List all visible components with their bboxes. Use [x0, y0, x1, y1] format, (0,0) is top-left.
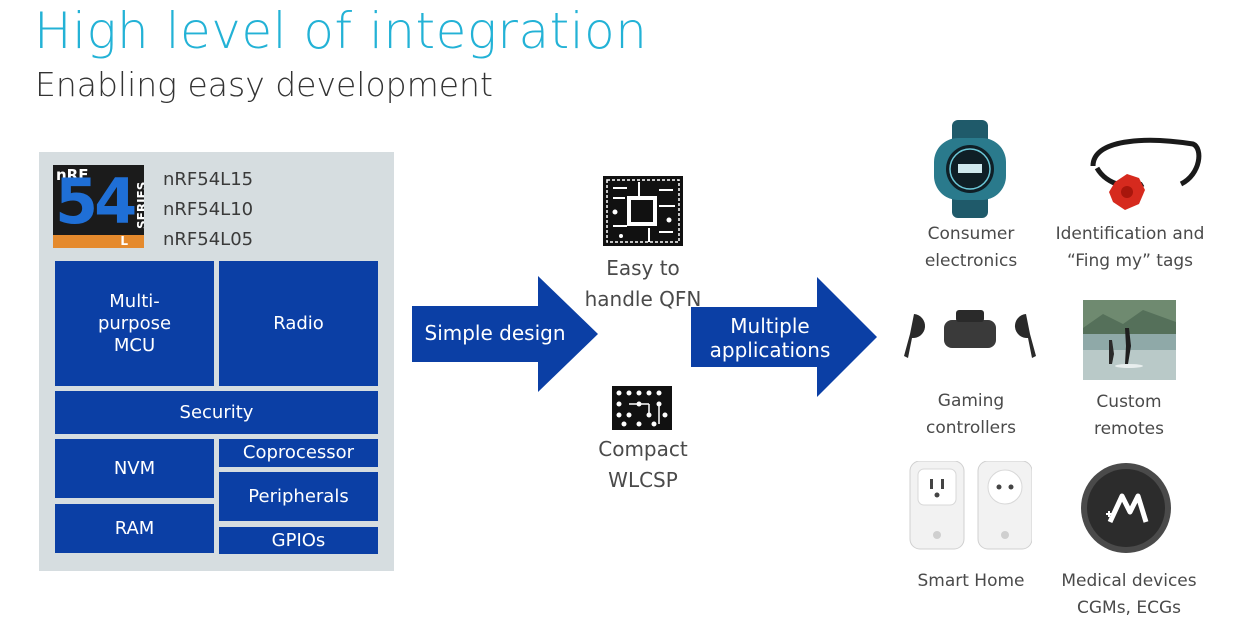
tags-label: Identification and “Fing my” tags — [1055, 224, 1205, 271]
logo-digits: 54 — [55, 165, 137, 238]
block-security: Security — [55, 391, 378, 434]
medical-sensor-icon — [1081, 463, 1171, 553]
block-gpios: GPIOs — [219, 527, 378, 554]
medical-devices-label: Medical devices CGMs, ECGs — [1061, 571, 1197, 618]
simple-design-arrow — [412, 276, 598, 392]
wlcsp-package-icon — [612, 386, 672, 430]
qfn-label: Easy to handle QFN — [584, 256, 702, 311]
tracking-tag-icon — [1090, 137, 1202, 210]
smart-plug-icon — [909, 461, 1032, 550]
surfing-photo — [1083, 300, 1176, 380]
block-radio: Radio — [219, 261, 378, 386]
qfn-package-icon — [603, 176, 683, 246]
block-mcu: Multi-purpose MCU — [55, 261, 214, 386]
logo-orange-bar: L — [53, 234, 144, 248]
simple-design-label: Simple design — [424, 321, 566, 345]
consumer-electronics-label: Consumer electronics — [924, 224, 1018, 271]
gaming-controllers-label: Gaming controllers — [926, 391, 1016, 438]
block-peripherals: Peripherals — [219, 472, 378, 521]
page-title: High level of integration — [34, 2, 648, 60]
multiple-applications-arrow — [691, 277, 877, 397]
variant-nrf54l10: nRF54L10 — [163, 199, 254, 220]
multiple-applications-label: Multiple applications — [709, 314, 831, 362]
variant-nrf54l15: nRF54L15 — [163, 169, 254, 190]
variant-nrf54l05: nRF54L05 — [163, 229, 254, 250]
nrf54-series-logo: nRF 54 SERIES L — [53, 165, 144, 248]
block-nvm: NVM — [55, 439, 214, 498]
logo-nrf-text: nRF — [56, 166, 89, 184]
block-coprocessor: Coprocessor — [219, 439, 378, 467]
smart-home-label: Smart Home — [917, 571, 1025, 591]
custom-remotes-label: Custom remotes — [1093, 392, 1165, 439]
smartwatch-icon — [934, 120, 1006, 218]
wlcsp-label: Compact WLCSP — [598, 437, 688, 492]
vr-controllers-icon — [904, 310, 1036, 358]
block-ram: RAM — [55, 504, 214, 553]
logo-series-text: SERIES — [135, 181, 144, 229]
page-subtitle: Enabling easy development — [35, 65, 493, 104]
